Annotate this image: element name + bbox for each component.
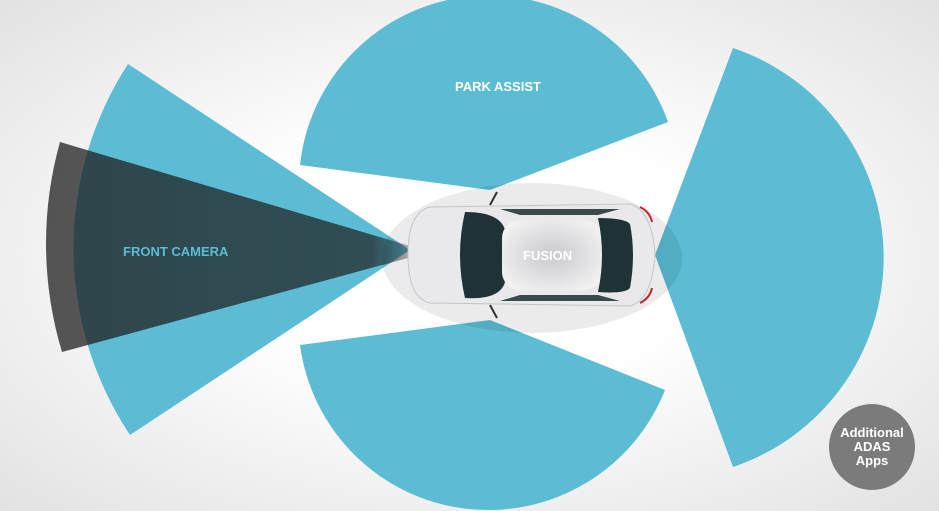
front-camera-wedge: [46, 142, 430, 352]
car: [382, 183, 682, 333]
badge-line: ADAS: [853, 439, 891, 454]
park-assist-sector-bottom: [300, 320, 665, 511]
fusion-label: FUSION: [523, 248, 573, 263]
additional-adas-apps-badge: Additional ADAS Apps: [829, 404, 915, 490]
park-assist-sector-top: [300, 0, 668, 190]
badge-line: Additional: [840, 425, 904, 440]
front-camera-label: FRONT CAMERA: [123, 244, 229, 259]
park-assist-label: PARK ASSIST: [455, 79, 541, 94]
radar-wedge-right: [655, 48, 884, 467]
badge-line: Apps: [855, 453, 889, 468]
